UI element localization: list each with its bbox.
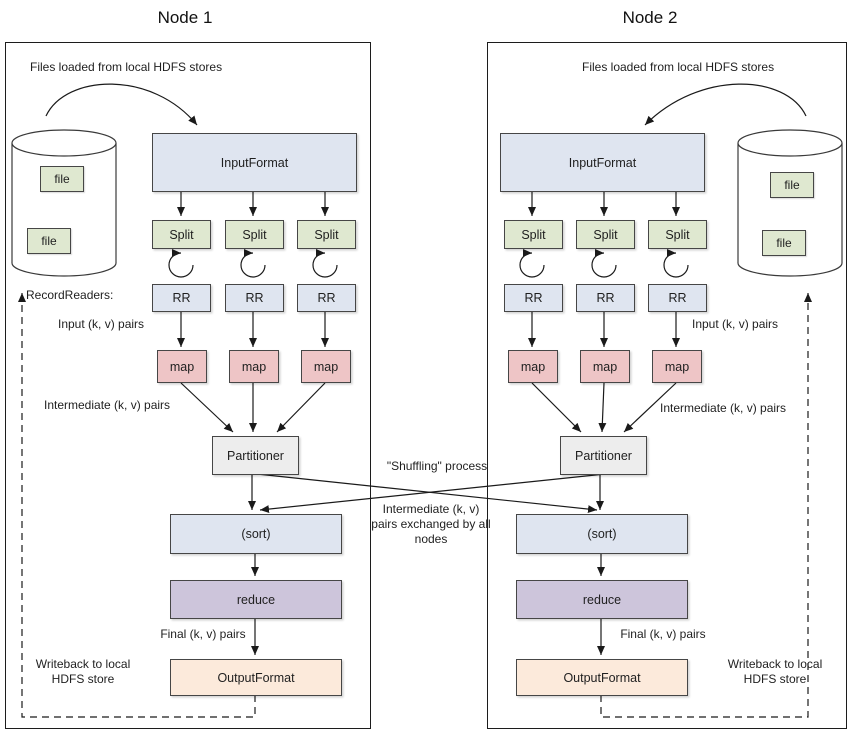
intermediate-pairs-label-node2: Intermediate (k, v) pairs <box>660 401 787 415</box>
node1-title: Node 1 <box>157 8 213 27</box>
loop-icon <box>312 249 338 278</box>
split-box-1-node1: Split <box>152 220 211 249</box>
writeback-path-node2 <box>600 293 812 718</box>
files-loaded-label-node2: Files loaded from local HDFS stores <box>582 60 775 74</box>
loop-icon <box>663 249 689 278</box>
map-box-3-node2: map <box>652 350 702 383</box>
partitioner-box-node2: Partitioner <box>560 436 647 475</box>
split-box-2-node1: Split <box>225 220 284 249</box>
rr-box-1-node2: RR <box>504 284 563 312</box>
map-box-2-node1: map <box>229 350 279 383</box>
node1-box <box>5 42 371 729</box>
node2-box <box>487 42 847 729</box>
loop-icon <box>519 249 545 278</box>
file-box-2-node2: file <box>762 230 806 256</box>
final-pairs-label-node2: Final (k, v) pairs <box>620 627 706 641</box>
writeback-label-node1: Writeback to local HDFS store <box>35 657 131 686</box>
inputformat-box-node2: InputFormat <box>500 133 705 192</box>
load-arrow-node2 <box>644 83 807 126</box>
writeback-dashed-paths <box>18 293 812 718</box>
map-box-3-node1: map <box>301 350 351 383</box>
solid-arrows <box>45 83 807 655</box>
rr-box-2-node2: RR <box>576 284 635 312</box>
input-pairs-label-node2: Input (k, v) pairs <box>692 317 779 331</box>
exchange-note-label: Intermediate (k, v) pairs exchanged by a… <box>371 502 491 546</box>
loop-icon <box>168 249 194 278</box>
rr-box-3-node2: RR <box>648 284 707 312</box>
shuffle-arrow-node2-to-node1 <box>259 473 606 514</box>
rr-box-2-node1: RR <box>225 284 284 312</box>
hdfs-store-cylinder-node1 <box>11 129 117 277</box>
sort-box-node2: (sort) <box>516 514 688 554</box>
outputformat-box-node2: OutputFormat <box>516 659 688 696</box>
reduce-box-node2: reduce <box>516 580 688 619</box>
loop-icon <box>240 249 266 278</box>
node2-title: Node 2 <box>622 8 678 27</box>
loop-icon <box>591 249 617 278</box>
split-box-3-node2: Split <box>648 220 707 249</box>
split-box-1-node2: Split <box>504 220 563 249</box>
intermediate-pairs-label-node1: Intermediate (k, v) pairs <box>44 398 171 412</box>
writeback-label-node2: Writeback to local HDFS store <box>727 657 823 686</box>
inputformat-box-node1: InputFormat <box>152 133 357 192</box>
outputformat-box-node1: OutputFormat <box>170 659 342 696</box>
map-box-1-node2: map <box>508 350 558 383</box>
writeback-path-node1 <box>18 293 256 718</box>
map-box-1-node1: map <box>157 350 207 383</box>
rr-box-3-node1: RR <box>297 284 356 312</box>
partitioner-box-node1: Partitioner <box>212 436 299 475</box>
file-box-1-node2: file <box>770 172 814 198</box>
sort-box-node1: (sort) <box>170 514 342 554</box>
load-arrow-node1 <box>45 83 198 126</box>
split-box-2-node2: Split <box>576 220 635 249</box>
file-box-2-node1: file <box>27 228 71 254</box>
file-box-1-node1: file <box>40 166 84 192</box>
rr-box-1-node1: RR <box>152 284 211 312</box>
recordreaders-label: RecordReaders: <box>26 288 114 302</box>
shuffling-label: "Shuffling" process <box>386 459 488 473</box>
input-pairs-label-node1: Input (k, v) pairs <box>58 317 145 331</box>
files-loaded-label-node1: Files loaded from local HDFS stores <box>30 60 223 74</box>
reduce-box-node1: reduce <box>170 580 342 619</box>
final-pairs-label-node1: Final (k, v) pairs <box>160 627 246 641</box>
split-box-3-node1: Split <box>297 220 356 249</box>
map-box-2-node2: map <box>580 350 630 383</box>
